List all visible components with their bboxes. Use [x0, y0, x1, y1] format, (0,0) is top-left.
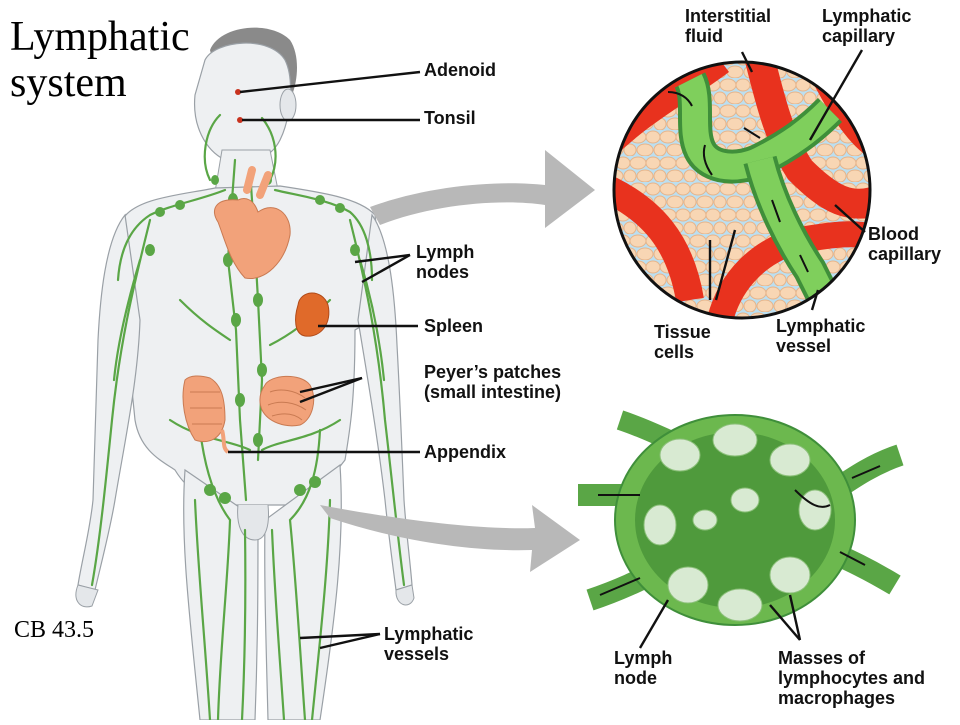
label-lymph-node: Lymph node	[614, 648, 673, 688]
label-lymphatic-vessels: Lymphatic vessels	[384, 624, 474, 664]
label-lymphatic-capillary: Lymphatic capillary	[822, 6, 912, 46]
label-blood-capillary: Blood capillary	[868, 224, 942, 264]
tonsil-marker	[237, 117, 243, 123]
figure-credit: CB 43.5	[14, 617, 95, 643]
label-interstitial-fluid: Interstitial fluid	[685, 6, 772, 46]
label-lymphatic-vessel: Lymphatic vessel	[776, 316, 866, 356]
title-line-2: system	[10, 60, 127, 106]
adenoid-marker	[235, 89, 241, 95]
label-appendix: Appendix	[424, 442, 507, 462]
label-tissue-cells: Tissue cells	[654, 322, 711, 362]
capillary-bed	[612, 49, 872, 320]
gray-arrow	[320, 505, 580, 572]
label-spleen: Spleen	[424, 316, 484, 336]
gray-arrow	[370, 150, 595, 228]
page-title: Lymphatic system	[10, 14, 190, 106]
label-tonsil: Tonsil	[424, 108, 476, 128]
body-figure	[75, 27, 421, 722]
lymph-node-section	[578, 410, 904, 649]
label-adenoid: Adenoid	[424, 60, 496, 80]
heart-icon	[214, 166, 291, 279]
intestine-icon	[182, 375, 315, 454]
label-masses-lymphocytes: Masses of lymphocytes and macrophages	[778, 648, 926, 708]
label-peyers-patches: Peyer’s patches (small intestine)	[424, 362, 562, 402]
title-line-1: Lymphatic	[10, 14, 190, 60]
label-lymph-nodes: Lymph nodes	[416, 242, 475, 282]
